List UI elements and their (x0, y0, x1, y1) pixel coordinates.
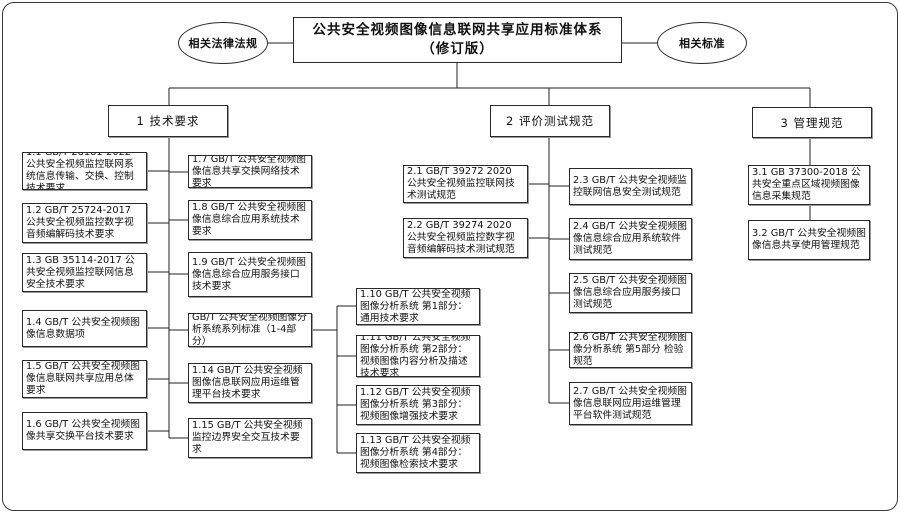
standard-node-1-10: 1.10 GB/T 公共安全视频图像分析系统 第1部分：通用技术要求 (356, 288, 480, 325)
standard-node-1-12: 1.12 GB/T 公共安全视频图像分析系统 第3部分：视频图像增强技术要求 (356, 385, 480, 425)
standard-node-2-1: 2.1 GB/T 39272 2020 公共安全视频监控联网技术测试规范 (403, 165, 528, 203)
standard-node-3-1: 3.1 GB 37300-2018 公共安全重点区域视频图像信息采集规范 (748, 165, 870, 205)
branch-management-specs: 3 管理规范 (752, 107, 872, 138)
standard-node-1-6: 1.6 GB/T 公共安全视频图像共享交换平台技术要求 (22, 412, 147, 450)
related-standards-label: 相关标准 (679, 37, 725, 50)
standard-node-1-13: 1.13 GB/T 公共安全视频图像分析系统 第4部分：视频图像检索技术要求 (356, 433, 480, 473)
legal-regulations-ellipse: 相关法律法规 (178, 22, 268, 64)
standard-node-1-5: 1.5 GB/T 公共安全视频图像信息联网共享应用总体要求 (22, 360, 147, 398)
standard-node-1-14: 1.14 GB/T 公共安全视频图像信息联网应用运维管理平台技术要求 (188, 363, 312, 403)
standard-node-1-4: 1.4 GB/T 公共安全视频图像信息数据项 (22, 310, 147, 347)
diagram-title-line1: 公共安全视频图像信息联网共享应用标准体系 (312, 22, 603, 38)
branch-technical-requirements: 1 技术要求 (108, 105, 228, 137)
standard-node-1-1: 1.1 GB/T 28181-2022 公共安全视频监控联网系统信息传输、交换、… (22, 152, 147, 190)
standard-node-2-7: 2.7 GB/T 公共安全视频图像信息联网应用运维管理平台软件测试规范 (569, 382, 692, 425)
standard-node-1-2: 1.2 GB/T 25724-2017 公共安全视频监控数字视音频编解码技术要求 (22, 203, 147, 243)
diagram-title-box: 公共安全视频图像信息联网共享应用标准体系 （修订版） (293, 17, 622, 63)
standard-node-1-3: 1.3 GB 35114-2017 公共安全视频监控联网信息安全技术要求 (22, 253, 147, 292)
diagram-title-line2: （修订版） (421, 41, 494, 57)
standard-node-1-15: 1.15 GB/T 公共安全视频监控边界安全交互技术要求 (188, 418, 312, 458)
standard-node-2-5: 2.5 GB/T 公共安全视频图像信息综合应用服务接口测试规范 (569, 273, 692, 313)
standard-node-1-8: 1.8 GB/T 公共安全视频图像信息综合应用系统技术要求 (188, 200, 312, 240)
legal-regulations-label: 相关法律法规 (188, 37, 258, 50)
standard-node-1-7: 1.7 GB/T 公共安全视频图像信息共享交换网络技术要求 (188, 155, 312, 188)
standard-node-1-9: 1.9 GB/T 公共安全视频图像信息综合应用服务接口技术要求 (188, 252, 312, 297)
standard-node-2-6: 2.6 GB/T 公共安全视频图像分析系统 第5部分 检验规范 (569, 332, 692, 368)
standard-node-1-11: 1.11 GB/T 公共安全视频图像分析系统 第2部分：视频图像内容分析及描述技… (356, 335, 480, 377)
standard-node-2-2: 2.2 GB/T 39274 2020 公共安全视频监控数字视音频编解码技术测试… (403, 218, 528, 258)
standard-node-2-3: 2.3 GB/T 公共安全视频监控联网信息安全测试规范 (569, 168, 692, 205)
related-standards-ellipse: 相关标准 (657, 22, 747, 64)
standard-node-3-2: 3.2 GB/T 公共安全视频图像信息共享使用管理规范 (748, 220, 870, 260)
standard-node-2-4: 2.4 GB/T 公共安全视频图像信息综合应用系统软件测试规范 (569, 218, 692, 260)
branch-evaluation-test-specs: 2 评价测试规范 (490, 105, 610, 137)
standard-node-series-1-4: GB/T 公共安全视频图像分析系统系列标准（1-4部分） (188, 313, 312, 347)
